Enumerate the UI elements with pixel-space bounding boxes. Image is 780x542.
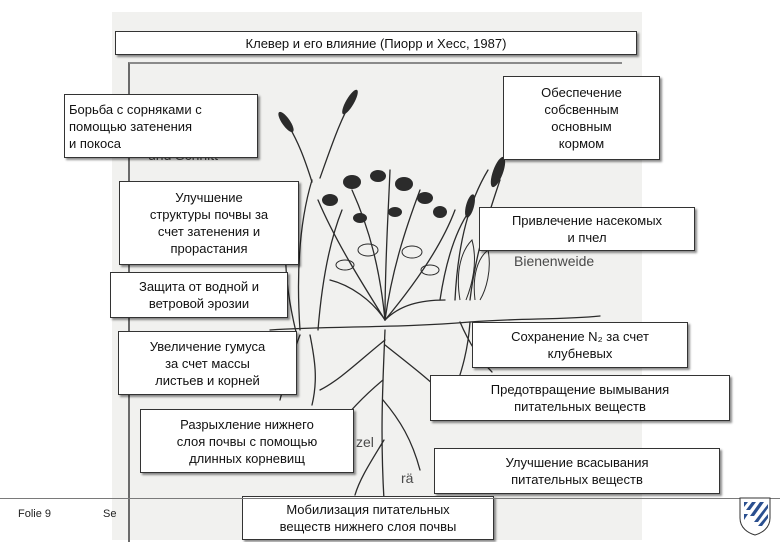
label-nutrient-mobilization: Мобилизация питательных веществ нижнего … (242, 496, 494, 540)
footer-text: Se (103, 508, 117, 520)
footer-slide-number: Folie 9 (18, 508, 52, 520)
label-erosion-protection: Защита от водной и ветровой эрозии (110, 272, 288, 318)
label-nitrogen-fixation: Сохранение N₂ за счет клубневых (472, 322, 688, 368)
label-soil-structure: Улучшение структуры почвы за счет затене… (119, 181, 299, 265)
label-weed-control: Борьба с сорняками с помощью затенения и… (64, 94, 258, 158)
label-nutrient-uptake: Улучшение всасывания питательных веществ (434, 448, 720, 494)
diagram-title: Клевер и его влияние (Пиорр и Хесс, 1987… (115, 31, 637, 55)
zel-text: zel (356, 434, 374, 450)
ra-text: rä (401, 470, 414, 486)
footer-divider (0, 498, 780, 499)
label-leaching-prevention: Предотвращение вымывания питательных вещ… (430, 375, 730, 421)
coat-of-arms-logo (739, 497, 771, 536)
bienenweide-text: Bienenweide (514, 253, 595, 269)
label-humus-increase: Увеличение гумуса за счет массы листьев … (118, 331, 297, 395)
label-subsoil-loosening: Разрыхление нижнего слоя почвы с помощью… (140, 409, 354, 473)
label-own-forage: Обеспечение собсвенным основным кормом (503, 76, 660, 160)
label-insects-bees: Привлечение насекомых и пчел (479, 207, 695, 251)
